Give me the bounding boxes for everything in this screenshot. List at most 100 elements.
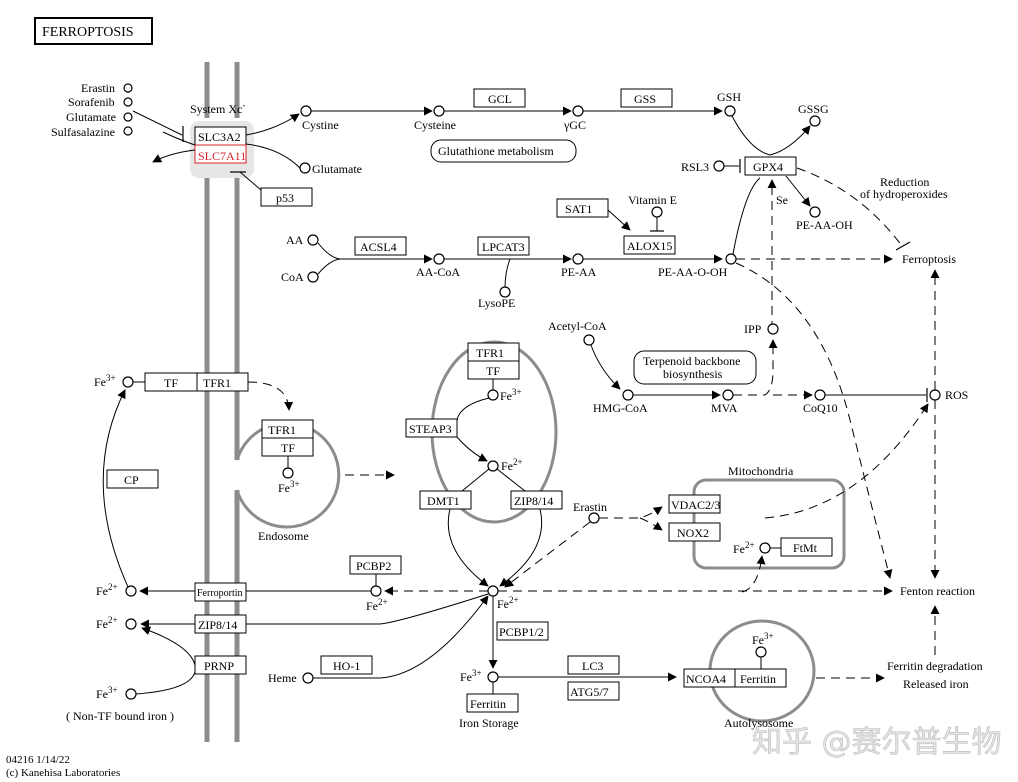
inhibitor-glutamate[interactable]: Glutamate — [66, 110, 116, 124]
compound-gsh[interactable] — [724, 105, 736, 117]
compound-mva[interactable] — [722, 389, 734, 401]
compound-erastin-mito[interactable] — [588, 512, 600, 524]
compound-pe-aa-o-oh[interactable] — [725, 253, 737, 265]
svg-text:Glutamate: Glutamate — [312, 162, 362, 176]
svg-text:CoA: CoA — [281, 270, 304, 284]
gene-ho1[interactable]: HO-1 — [320, 655, 373, 675]
gene-cp[interactable]: CP — [106, 469, 159, 489]
compound-lysope[interactable] — [499, 286, 511, 298]
gene-ncoa4[interactable]: NCOA4 — [683, 668, 736, 688]
compound-fe3-storage[interactable] — [487, 671, 499, 683]
svg-text:CP: CP — [124, 473, 139, 487]
svg-text:RSL3: RSL3 — [681, 160, 709, 174]
svg-text:PCBP2: PCBP2 — [356, 559, 391, 573]
gene-zip814-membrane[interactable]: ZIP8/14 — [194, 614, 247, 634]
svg-text:γGC: γGC — [563, 118, 586, 132]
inhibitor-sulfasalazine[interactable]: Sulfasalazine — [51, 125, 115, 139]
gene-ftmt[interactable]: FtMt — [780, 537, 833, 557]
gene-slc7a11[interactable]: SLC7A11 — [194, 144, 247, 164]
gene-ferritin-storage[interactable]: Ferritin — [466, 693, 519, 713]
gene-pcbp2[interactable]: PCBP2 — [349, 555, 402, 575]
gene-lc3[interactable]: LC3 — [567, 655, 620, 675]
autolysosome-label: Autolysosome — [724, 716, 793, 730]
gene-atg57[interactable]: ATG5/7 — [567, 681, 620, 701]
inhibitor-sorafenib[interactable]: Sorafenib — [68, 95, 115, 109]
gene-gpx4[interactable]: GPX4 — [744, 156, 797, 176]
compound-fe3-vesicle[interactable] — [487, 389, 499, 401]
svg-text:NOX2: NOX2 — [677, 526, 709, 540]
svg-text:AA: AA — [286, 233, 304, 247]
compound-fe2-exported[interactable] — [125, 585, 137, 597]
compound-coq10[interactable] — [814, 389, 826, 401]
compound-fe3-endosome[interactable] — [282, 467, 294, 479]
compound-ygc[interactable] — [572, 105, 584, 117]
gene-lpcat3[interactable]: LPCAT3 — [477, 236, 530, 256]
gene-sat1[interactable]: SAT1 — [556, 198, 609, 218]
svg-text:TF: TF — [281, 441, 295, 455]
compound-fe3-extracellular[interactable] — [122, 376, 134, 388]
svg-text:Fe3+: Fe3+ — [278, 479, 300, 495]
compound-gssg[interactable] — [809, 115, 821, 127]
svg-text:SAT1: SAT1 — [565, 202, 592, 216]
svg-text:p53: p53 — [276, 191, 294, 205]
compound-acetyl-coa[interactable] — [583, 334, 595, 346]
compound-fe2-pcbp2[interactable] — [370, 585, 382, 597]
svg-text:MVA: MVA — [711, 401, 738, 415]
compound-vitamin-e[interactable] — [651, 206, 663, 218]
compound-fe2-mito[interactable] — [759, 542, 771, 554]
compound-fe2-cytosol[interactable] — [487, 585, 499, 597]
gene-acsl4[interactable]: ACSL4 — [354, 236, 407, 256]
inhibitor-erastin[interactable]: Erastin — [81, 81, 115, 95]
gene-prnp[interactable]: PRNP — [194, 655, 247, 675]
gene-tfr1-membrane[interactable]: TFR1 — [196, 372, 249, 392]
gene-zip814-vesicle[interactable]: ZIP8/14 — [510, 490, 563, 510]
gene-slc3a2[interactable]: SLC3A2 — [194, 126, 247, 146]
gene-tf-membrane[interactable]: TF — [144, 372, 198, 392]
svg-text:DMT1: DMT1 — [427, 494, 460, 508]
gene-steap3[interactable]: STEAP3 — [405, 418, 458, 438]
gene-pcbp12[interactable]: PCBP1/2 — [496, 621, 549, 641]
gene-alox15[interactable]: ALOX15 — [623, 235, 676, 255]
compound-pe-aa-oh[interactable] — [809, 206, 821, 218]
gene-ferritin-autolysosome[interactable]: Ferritin — [734, 668, 787, 688]
compound-coa[interactable] — [307, 271, 319, 283]
compound-ros[interactable] — [929, 389, 941, 401]
compound-heme[interactable] — [302, 672, 314, 684]
gene-dmt1[interactable]: DMT1 — [419, 490, 472, 510]
compound-aa-coa[interactable] — [433, 253, 445, 265]
gene-gss[interactable]: GSS — [620, 88, 673, 108]
gene-tf-endosome[interactable]: TF — [261, 437, 314, 457]
gene-tfr1-vesicle[interactable]: TFR1 — [467, 342, 520, 362]
gene-tfr1-endosome[interactable]: TFR1 — [261, 419, 314, 439]
svg-text:GSH: GSH — [717, 90, 741, 104]
svg-text:LPCAT3: LPCAT3 — [482, 240, 525, 254]
svg-text:PCBP1/2: PCBP1/2 — [499, 625, 544, 639]
gene-tf-vesicle[interactable]: TF — [467, 360, 520, 380]
compound-glutamate[interactable] — [299, 162, 311, 174]
svg-text:HO-1: HO-1 — [333, 659, 360, 673]
compound-fe3-autolysosome[interactable] — [755, 646, 767, 658]
map-title[interactable]: FERROPTOSIS — [34, 17, 153, 45]
compound-aa[interactable] — [307, 234, 319, 246]
gene-nox2[interactable]: NOX2 — [668, 522, 721, 542]
compound-rsl3[interactable] — [713, 160, 725, 172]
compound-fe2-imported[interactable] — [125, 618, 137, 630]
gene-p53[interactable]: p53 — [260, 187, 313, 207]
compound-ipp[interactable] — [767, 323, 779, 335]
gene-vdac23[interactable]: VDAC2/3 — [668, 494, 721, 514]
compound-hmg-coa[interactable] — [622, 389, 634, 401]
gene-gcl[interactable]: GCL — [473, 88, 526, 108]
svg-text:Fe2+: Fe2+ — [501, 457, 523, 473]
compound-fe2-vesicle[interactable] — [487, 460, 499, 472]
gene-ferroportin[interactable]: Ferroportin — [194, 582, 247, 602]
map-terpenoid-backbone[interactable]: Terpenoid backbone biosynthesis — [633, 350, 757, 385]
compound-cysteine[interactable] — [433, 105, 445, 117]
compound-cystine[interactable] — [300, 105, 312, 117]
svg-text:CoQ10: CoQ10 — [803, 401, 838, 415]
map-glutathione-metabolism[interactable]: Glutathione metabolism — [430, 139, 577, 163]
svg-text:NCOA4: NCOA4 — [686, 672, 726, 686]
svg-text:AA-CoA: AA-CoA — [416, 265, 460, 279]
svg-text:Cystine: Cystine — [302, 118, 339, 132]
compound-pe-aa[interactable] — [572, 253, 584, 265]
compound-fe3-non-tf[interactable] — [125, 688, 137, 700]
